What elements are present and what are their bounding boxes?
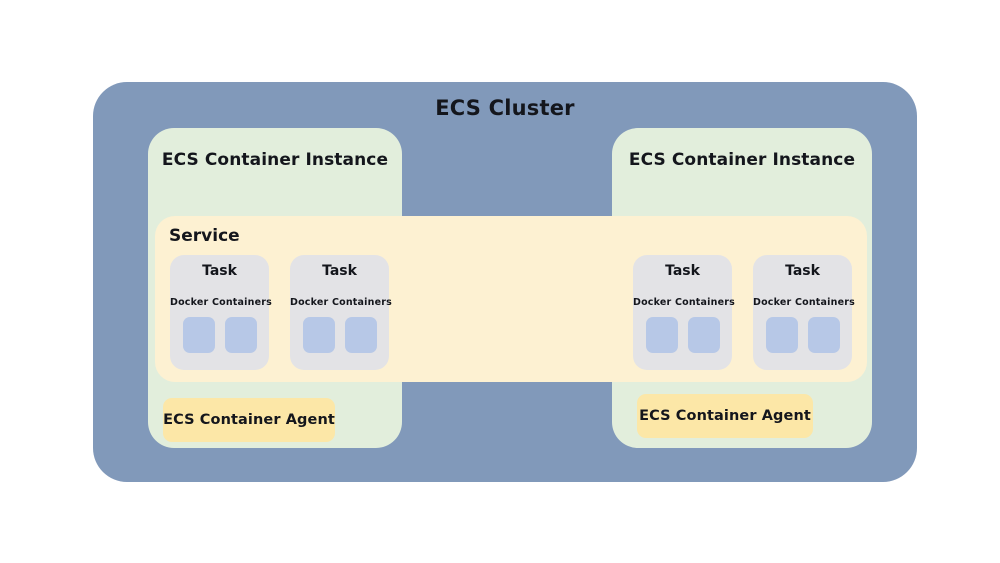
docker-containers-group	[633, 317, 732, 353]
docker-container-icon	[224, 317, 257, 353]
docker-containers-group	[170, 317, 269, 353]
docker-container-icon	[807, 317, 840, 353]
task-box: Task Docker Containers	[290, 255, 392, 370]
docker-containers-group	[753, 317, 852, 353]
service-box: Service Task Docker Containers Task Dock…	[155, 216, 867, 382]
ecs-container-agent-right-label: ECS Container Agent	[639, 408, 811, 424]
docker-containers-label: Docker Containers	[633, 297, 735, 308]
docker-container-icon	[687, 317, 720, 353]
docker-container-icon	[182, 317, 215, 353]
task-box: Task Docker Containers	[170, 255, 272, 370]
task-title: Task	[785, 263, 820, 279]
service-title: Service	[169, 226, 240, 246]
docker-containers-label: Docker Containers	[170, 297, 272, 308]
docker-container-icon	[645, 317, 678, 353]
ecs-container-instance-right-title: ECS Container Instance	[628, 150, 856, 170]
task-title: Task	[322, 263, 357, 279]
ecs-container-agent-left: ECS Container Agent	[163, 398, 335, 442]
ecs-container-agent-left-label: ECS Container Agent	[163, 412, 335, 428]
docker-containers-label: Docker Containers	[753, 297, 855, 308]
ecs-cluster-title: ECS Cluster	[435, 96, 575, 120]
ecs-container-agent-right: ECS Container Agent	[637, 394, 813, 438]
docker-container-icon	[765, 317, 798, 353]
task-box: Task Docker Containers	[753, 255, 855, 370]
task-box: Task Docker Containers	[633, 255, 735, 370]
docker-container-icon	[302, 317, 335, 353]
docker-containers-label: Docker Containers	[290, 297, 392, 308]
ecs-container-instance-left-title: ECS Container Instance	[161, 150, 389, 170]
task-title: Task	[665, 263, 700, 279]
task-title: Task	[202, 263, 237, 279]
docker-container-icon	[344, 317, 377, 353]
docker-containers-group	[290, 317, 389, 353]
